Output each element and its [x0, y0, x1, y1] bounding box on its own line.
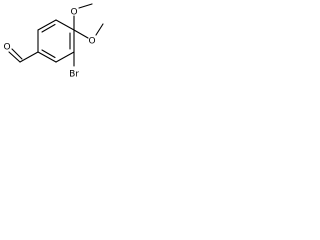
ring-bond-5 — [37, 51, 57, 63]
bromine-substituent: Br — [69, 51, 79, 80]
methoxy-right-oxygen-label: O — [88, 37, 95, 47]
molecule-structure: O O O Br — [3, 3, 104, 80]
methoxy-top-methyl-bond — [78, 3, 93, 9]
ring-double-bond-3 — [41, 49, 56, 59]
methoxy-right-group: O — [73, 23, 104, 47]
aldehyde-carbon-bond — [19, 51, 39, 63]
ring-bond-1 — [37, 19, 57, 31]
aldehyde-double-bond-b — [11, 48, 23, 60]
bromine-label: Br — [69, 70, 79, 80]
methoxy-top-oxygen-label: O — [70, 8, 77, 18]
aldehyde-group: O — [3, 43, 39, 63]
methoxy-right-methyl-bond — [95, 23, 104, 36]
aldehyde-oxygen-label: O — [3, 43, 10, 53]
benzene-ring — [37, 19, 75, 63]
ring-bond-2 — [55, 19, 75, 31]
aldehyde-double-bond-a — [8, 51, 21, 63]
methoxy-top-group: O — [70, 3, 93, 31]
methoxy-right-bond — [73, 29, 89, 39]
ring-bond-4 — [55, 51, 75, 63]
ring-double-bond-1 — [41, 23, 56, 33]
